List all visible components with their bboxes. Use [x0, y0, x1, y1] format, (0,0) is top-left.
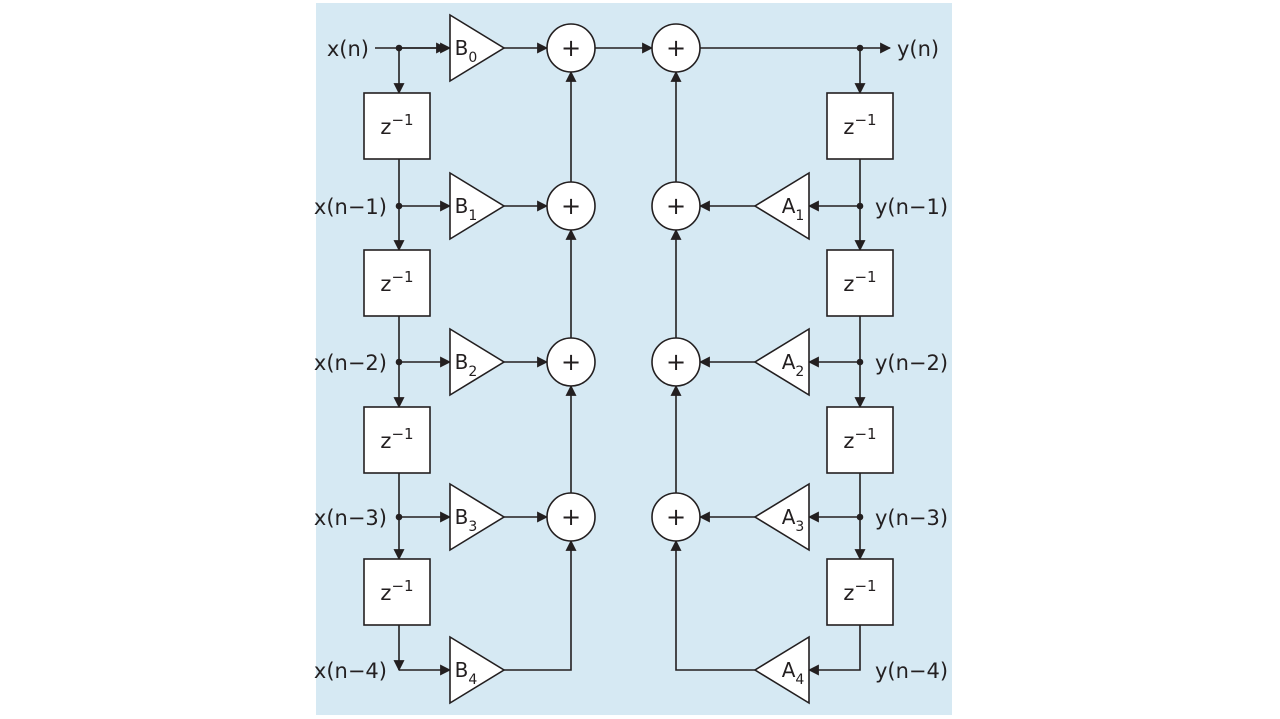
output-label-3: y(n−3)	[875, 506, 948, 530]
gain-b2	[449, 327, 506, 397]
gain-output-line	[504, 539, 577, 671]
input-label-4: x(n−4)	[314, 659, 387, 683]
signal-wires	[375, 42, 892, 676]
delay-block-y2-label: z−1	[843, 268, 876, 296]
delay-block-x3	[363, 406, 431, 474]
input-label-0: x(n)	[327, 37, 369, 61]
delay-block-x4-label: z−1	[380, 577, 413, 605]
delay-block-x4	[363, 558, 431, 626]
gain-a2	[753, 327, 810, 397]
adder-plus-symbol: +	[666, 503, 686, 531]
delay-block-x1	[363, 92, 431, 160]
gain-b1-label: B1	[455, 194, 478, 224]
adder-plus-symbol: +	[666, 34, 686, 62]
gain-b0	[449, 13, 506, 83]
input-label-1: x(n−1)	[314, 195, 387, 219]
adder-circle	[651, 181, 701, 231]
adder-circle	[651, 337, 701, 387]
gain-b4	[449, 635, 506, 705]
gain-b2-label: B2	[455, 350, 478, 380]
junction-dot	[395, 44, 403, 52]
junction-dot	[395, 513, 403, 521]
adder-plus-symbol: +	[561, 503, 581, 531]
adder-plus-symbol: +	[561, 348, 581, 376]
adder-circle	[546, 492, 596, 542]
feedback-gain-output-line	[670, 539, 755, 671]
gain-b3	[449, 482, 506, 552]
gain-a4	[753, 635, 810, 705]
gain-a4-label: A4	[782, 658, 805, 688]
output-label-0: y(n)	[897, 37, 939, 61]
junction-dot	[395, 358, 403, 366]
delay-block-y1	[826, 92, 894, 160]
feedback-line	[807, 625, 861, 676]
junction-dot	[856, 202, 864, 210]
gain-b3-label: B3	[455, 505, 478, 535]
adder-plus-symbol: +	[561, 34, 581, 62]
adder-plus-symbol: +	[666, 348, 686, 376]
gain-a1	[753, 171, 810, 241]
junction-dot	[395, 202, 403, 210]
adder-circle	[651, 23, 701, 73]
adder-circle	[546, 337, 596, 387]
gain-a2-label: A2	[782, 350, 805, 380]
gain-b0-label: B0	[455, 36, 478, 66]
adder-circle	[651, 492, 701, 542]
adder-plus-symbol: +	[666, 192, 686, 220]
output-label-1: y(n−1)	[875, 195, 948, 219]
adder-circle	[546, 23, 596, 73]
delay-block-y1-label: z−1	[843, 111, 876, 139]
adder-plus-symbol: +	[561, 192, 581, 220]
diagram-blocks	[363, 13, 894, 705]
delay-block-y3	[826, 406, 894, 474]
gain-a1-label: A1	[782, 194, 805, 224]
delay-block-y4	[826, 558, 894, 626]
delay-block-y2	[826, 249, 894, 317]
gain-b4-label: B4	[455, 658, 478, 688]
junction-dot	[856, 513, 864, 521]
delay-block-x2-label: z−1	[380, 268, 413, 296]
delay-block-x2	[363, 249, 431, 317]
delay-block-x3-label: z−1	[380, 425, 413, 453]
delay-block-x1-label: z−1	[380, 111, 413, 139]
input-label-3: x(n−3)	[314, 506, 387, 530]
input-label-2: x(n−2)	[314, 351, 387, 375]
output-label-4: y(n−4)	[875, 659, 948, 683]
gain-b1	[449, 171, 506, 241]
junction-dot	[856, 358, 864, 366]
output-label-2: y(n−2)	[875, 351, 948, 375]
delay-block-y4-label: z−1	[843, 577, 876, 605]
adder-circle	[546, 181, 596, 231]
gain-a3	[753, 482, 810, 552]
delay-block-y3-label: z−1	[843, 425, 876, 453]
junction-dot	[856, 44, 864, 52]
gain-a3-label: A3	[782, 505, 805, 535]
